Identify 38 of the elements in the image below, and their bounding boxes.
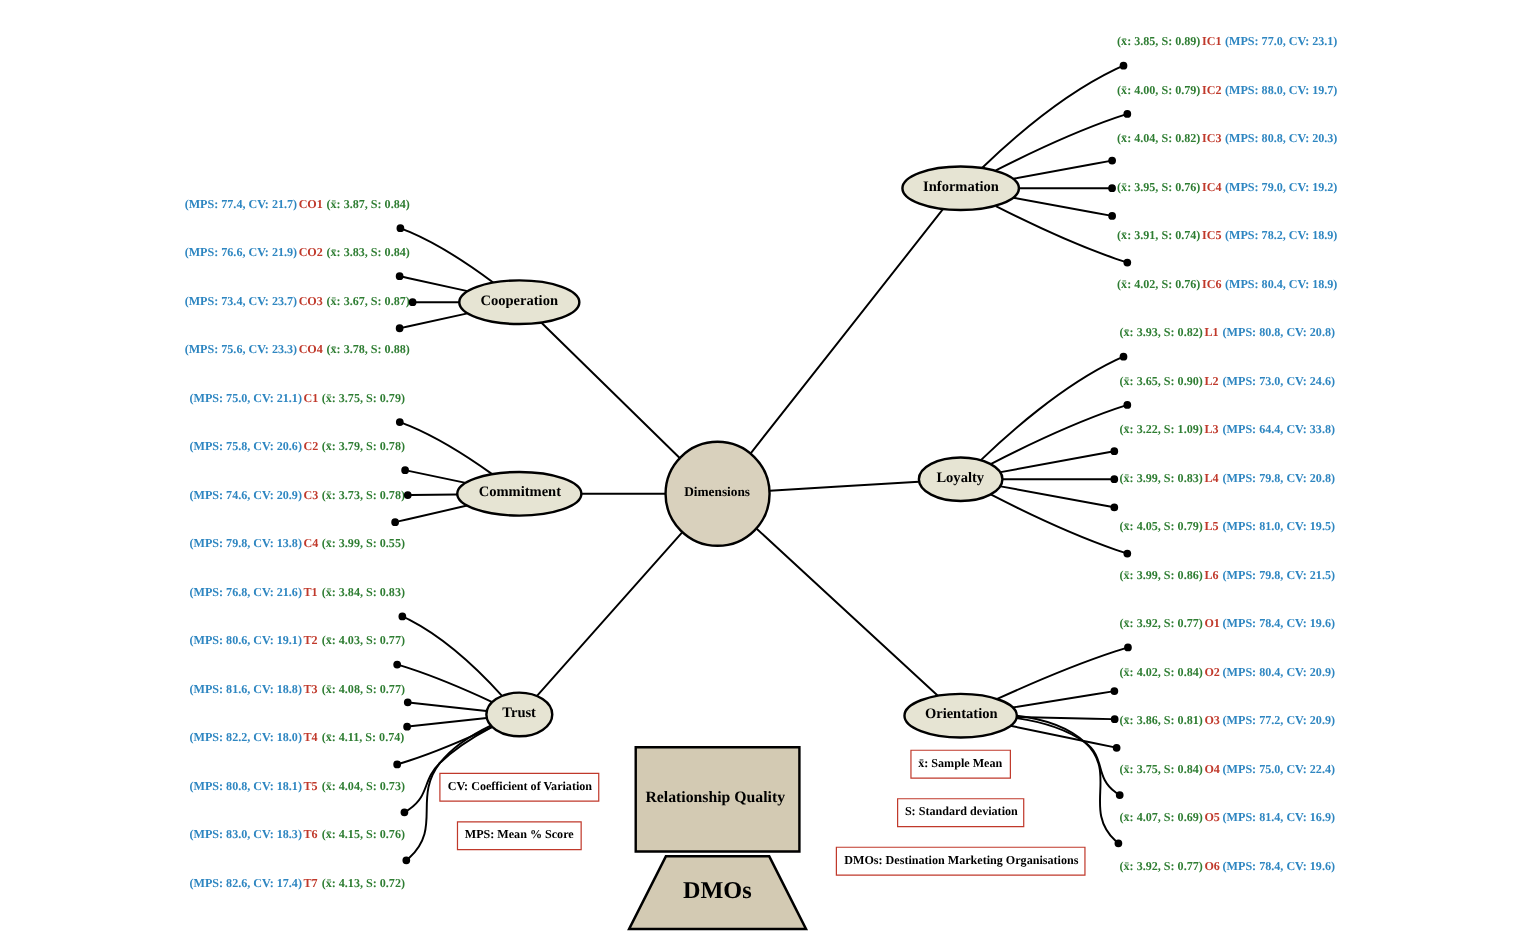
connector [535, 531, 683, 697]
connector [402, 698, 487, 712]
connector [1011, 156, 1115, 180]
connector [998, 485, 1118, 512]
connector [767, 480, 919, 492]
connector [1011, 196, 1115, 220]
connector [998, 447, 1118, 474]
connector [989, 401, 1131, 465]
connector [989, 493, 1131, 558]
connector [978, 352, 1127, 462]
connector [748, 208, 943, 455]
connector [980, 61, 1127, 169]
connector [579, 492, 666, 495]
connector [402, 716, 487, 731]
connector [390, 504, 468, 527]
connector [1017, 184, 1115, 193]
connector [401, 724, 491, 865]
connector [400, 466, 466, 484]
connector [1008, 724, 1120, 752]
connector [395, 224, 494, 284]
connector [1014, 715, 1118, 724]
connector [1014, 717, 1123, 799]
connector [394, 272, 468, 293]
connector [1001, 475, 1118, 484]
connector [394, 312, 468, 333]
connector [399, 725, 493, 817]
connector [993, 110, 1131, 172]
connector [995, 643, 1131, 700]
connector [754, 527, 938, 697]
connector [394, 418, 492, 475]
connector [993, 205, 1131, 267]
connector [397, 612, 502, 697]
connector [539, 321, 680, 460]
connector [402, 491, 458, 499]
connector [392, 660, 493, 703]
connector [1014, 714, 1122, 848]
connector [407, 298, 460, 307]
connector [1010, 687, 1118, 709]
